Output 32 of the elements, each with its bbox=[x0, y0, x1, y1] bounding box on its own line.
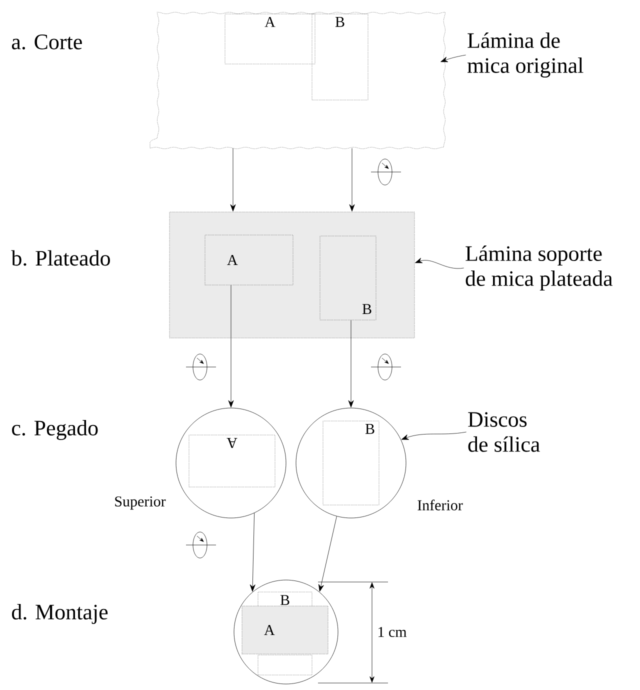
step-label: a. Corte bbox=[12, 34, 82, 50]
arrow bbox=[348, 320, 354, 408]
side-label: Inferior bbox=[418, 500, 463, 510]
silvered-piece: B bbox=[322, 420, 380, 506]
mounted-disc bbox=[234, 580, 338, 684]
step-label: d. Montaje bbox=[12, 604, 108, 624]
sheet-label: Lámina de mica original bbox=[467, 32, 584, 78]
disc-label: Discos de sílica bbox=[468, 412, 540, 452]
step-label: b. Plateado bbox=[11, 250, 110, 266]
silica-disc bbox=[296, 408, 406, 518]
arrow bbox=[228, 285, 234, 408]
silica-disc bbox=[176, 408, 286, 518]
arrow bbox=[250, 512, 256, 592]
mica-piece: A bbox=[224, 14, 316, 64]
mica-sheet bbox=[150, 12, 446, 149]
sheet-label: Lámina soporte de mica plateada bbox=[466, 246, 613, 290]
arrow bbox=[318, 516, 337, 592]
leader-line bbox=[415, 258, 464, 269]
arrow bbox=[349, 148, 355, 212]
arrow bbox=[230, 148, 236, 212]
leader-line bbox=[401, 432, 466, 440]
silvered-piece: A bbox=[188, 434, 276, 488]
mica-piece: B bbox=[312, 14, 368, 100]
silvered-sheet bbox=[169, 212, 415, 338]
silvered-piece: A bbox=[242, 606, 328, 654]
side-label: Superior bbox=[115, 496, 166, 510]
silvered-piece: A bbox=[204, 234, 294, 286]
step-label: c. Pegado bbox=[12, 420, 98, 440]
silvered-piece bbox=[258, 654, 312, 676]
dimension-label: 1 cm bbox=[378, 627, 407, 638]
leader-line bbox=[440, 54, 466, 62]
silvered-piece: B bbox=[320, 236, 376, 320]
